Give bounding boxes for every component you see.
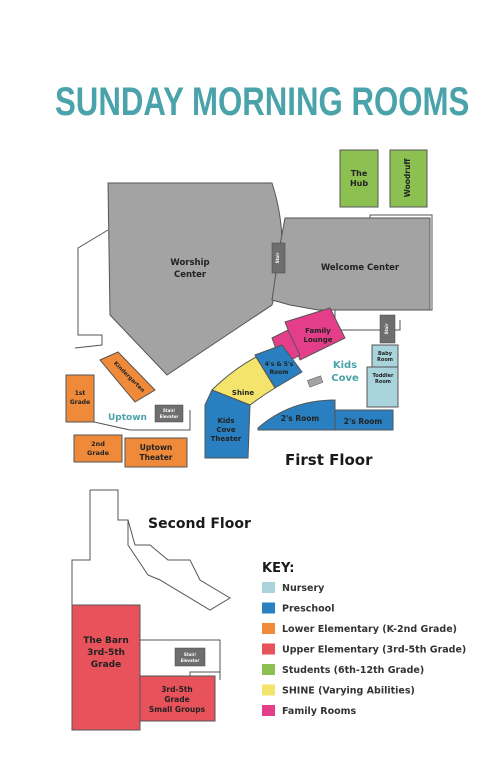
building-outline [74,229,109,349]
second-floor-label: Second Floor [148,516,251,532]
key-swatch [262,684,275,696]
key-label: Nursery [282,583,325,594]
kids-cove-marker [307,375,324,388]
uptown-theater [124,437,188,468]
key-swatch [262,664,275,675]
key-label: Students (6th-12th Grade) [282,665,424,676]
key-label: Lower Elementary (K-2nd Grade) [282,624,457,635]
second-grade [73,434,123,463]
toddler-room [366,366,399,408]
twos-room-1-label: 2's Room [281,414,320,423]
key-label: Family Rooms [282,706,357,717]
stair-1 [271,242,286,274]
key-title: KEY: [262,561,294,576]
small-groups [139,675,216,722]
key-swatch [262,623,275,634]
page-title: SUNDAY MORNING ROOMS [55,80,470,124]
stair-elevator-2-label: Stair/Elevator [181,652,200,663]
key-swatch [262,582,275,593]
woodruff [389,149,428,208]
key-swatch [262,705,275,716]
uptown-outline [93,375,191,431]
twos-room-2-label: 2's Room [344,417,383,426]
stair-2 [379,314,396,344]
key-label: Upper Elementary (3rd-5th Grade) [282,645,466,656]
key-swatch [262,602,275,614]
shine-room-label: Shine [232,389,254,397]
stair-1-label: Stair [275,253,280,264]
key-label: Preschool [282,604,334,615]
kindergarten [99,351,156,403]
stair-elevator-1-label: Stair/Elevator [160,408,179,419]
stair-elevator-2 [174,647,206,667]
first-floor-label: First Floor [285,451,373,469]
second-floor-outline [90,489,231,611]
woodruff-label: Woodruff [403,158,412,198]
welcome-center-label: Welcome Center [321,263,400,273]
shine-room [211,356,276,406]
kids-cove-theater [204,389,251,459]
key-swatch [262,643,275,655]
first-grade [65,374,95,423]
the-barn [71,604,141,731]
key-label: SHINE (Varying Abilities) [282,686,415,697]
twos-room-2 [334,409,394,431]
uptown-label: Uptown [108,413,147,423]
stair-2-label: Stair [384,324,389,335]
the-hub [339,149,379,208]
stair-elevator-1 [154,404,184,423]
